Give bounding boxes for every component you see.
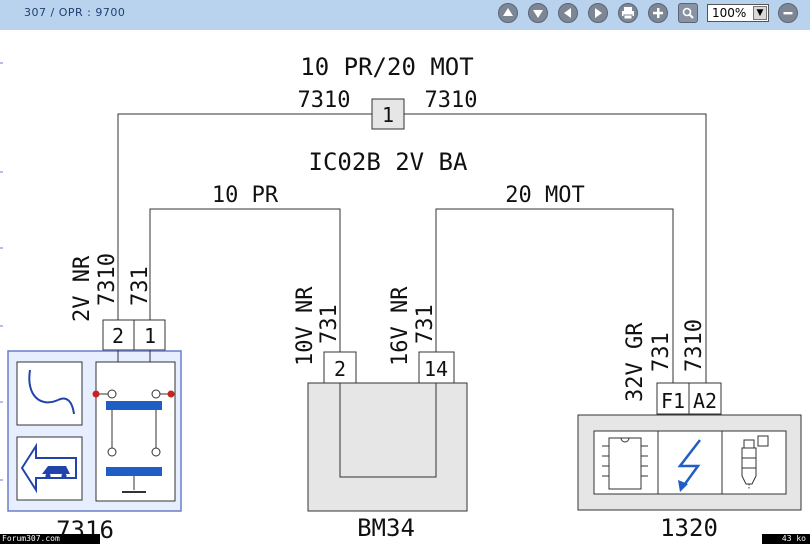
- credit-label: Forum307.com: [0, 534, 100, 544]
- close-icon[interactable]: [778, 3, 798, 23]
- chip-icon: [593, 430, 659, 495]
- c1320-pin-b-label: A2: [693, 389, 717, 413]
- print-icon[interactable]: [618, 3, 638, 23]
- breadcrumb: 307 / OPR : 9700: [24, 6, 126, 19]
- injector-icon: [721, 430, 787, 495]
- plus-icon[interactable]: [648, 3, 668, 23]
- zoom-select[interactable]: 100% ▼: [707, 4, 769, 22]
- c7316-pin-1: [133, 319, 166, 351]
- wire-label-right: 7310: [425, 88, 478, 113]
- component-1320: [577, 414, 802, 511]
- lightning-icon: [657, 430, 723, 495]
- left-arrow-icon[interactable]: [558, 3, 578, 23]
- c1320-pin-f1: [656, 382, 690, 415]
- switch-contact-icon: [92, 350, 176, 502]
- branch-label-right: 20 MOT: [505, 183, 584, 208]
- c7316-pin-a-label: 2: [112, 324, 124, 348]
- bm34-pin-a-label: 2: [334, 357, 346, 381]
- junction-label: 1: [382, 103, 394, 127]
- margin-ticks: [0, 62, 3, 481]
- component-bm34: [307, 382, 468, 512]
- bm34-pin-b-label: 14: [424, 357, 448, 381]
- subtitle: IC02B 2V BA: [309, 148, 468, 176]
- bm34-conn-a-label: 10V NR: [293, 286, 318, 366]
- c7316-pin-2: [102, 319, 135, 351]
- junction-box: [371, 98, 405, 130]
- c1320-connector-label: 32V GR: [623, 322, 648, 402]
- file-size-label: 43 ko: [762, 534, 810, 544]
- toolbar: 307 / OPR : 9700 100% ▼: [0, 0, 810, 30]
- bm34-conn-b-wire: 731: [413, 304, 438, 344]
- up-arrow-icon[interactable]: [498, 3, 518, 23]
- c1320-pin-a2: [688, 382, 722, 415]
- bm34-pin-14: [418, 351, 455, 384]
- wiring-diagram: 10 PR/20 MOT 7310 7310 1 IC02B 2V BA 10 …: [0, 53, 802, 544]
- c7316-wire-a: 7310: [95, 253, 120, 306]
- wire-label-left: 7310: [298, 88, 351, 113]
- right-arrow-icon[interactable]: [588, 3, 608, 23]
- chevron-down-icon: ▼: [753, 6, 767, 20]
- bm34-pin-2: [323, 351, 357, 384]
- branch-label-left: 10 PR: [212, 183, 279, 208]
- bm34-name: BM34: [357, 514, 415, 542]
- c1320-wire-a: 731: [649, 332, 674, 372]
- top-title: 10 PR/20 MOT: [300, 53, 473, 81]
- down-arrow-icon[interactable]: [528, 3, 548, 23]
- component-7316: [7, 350, 182, 512]
- c7316-connector-label: 2V NR: [70, 255, 95, 322]
- zoom-value: 100%: [712, 6, 747, 20]
- wires: [117, 113, 707, 384]
- c1320-name: 1320: [660, 514, 718, 542]
- handbrake-icon: [16, 361, 83, 426]
- c7316-pin-b-label: 1: [144, 324, 156, 348]
- bm34-conn-b-label: 16V NR: [388, 286, 413, 366]
- c7316-wire-b: 731: [128, 266, 153, 306]
- c1320-pin-a-label: F1: [661, 389, 685, 413]
- magnifier-icon[interactable]: [678, 3, 698, 23]
- bm34-conn-a-wire: 731: [317, 304, 342, 344]
- vehicle-exit-icon: [16, 436, 83, 501]
- c1320-wire-b: 7310: [682, 319, 707, 372]
